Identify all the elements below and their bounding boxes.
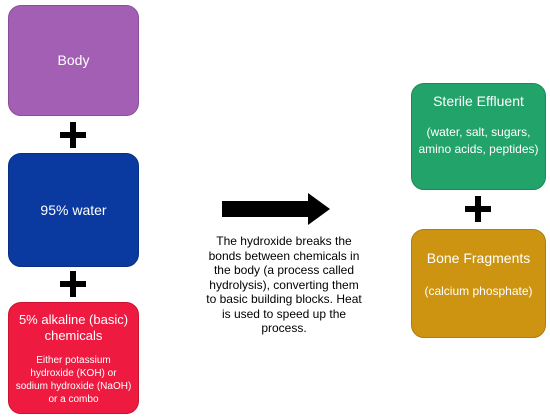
plus-icon: [60, 271, 86, 297]
alkaline-label: 5% alkaline (basic) chemicals: [18, 312, 129, 343]
plus-icon: [60, 122, 86, 148]
effluent-label: Sterile Effluent: [433, 93, 524, 109]
alkaline-box: 5% alkaline (basic) chemicals Either pot…: [8, 302, 139, 414]
body-label: Body: [57, 52, 90, 68]
plus-icon: [465, 196, 491, 222]
water-label: 95% water: [40, 201, 107, 218]
alkaline-detail: Either potassium hydroxide (KOH) or sodi…: [15, 355, 132, 405]
bone-label: Bone Fragments: [426, 250, 531, 266]
process-description: The hydroxide breaks the bonds between c…: [206, 234, 362, 335]
effluent-detail: (water, salt, sugars, amino acids, pepti…: [418, 125, 539, 156]
bone-box: Bone Fragments (calcium phosphate): [411, 229, 546, 338]
bone-detail: (calcium phosphate): [424, 284, 533, 298]
effluent-box: Sterile Effluent (water, salt, sugars, a…: [411, 83, 546, 190]
water-box: 95% water: [8, 153, 139, 267]
right-arrow-icon: [222, 193, 330, 225]
body-box: Body: [8, 5, 139, 116]
